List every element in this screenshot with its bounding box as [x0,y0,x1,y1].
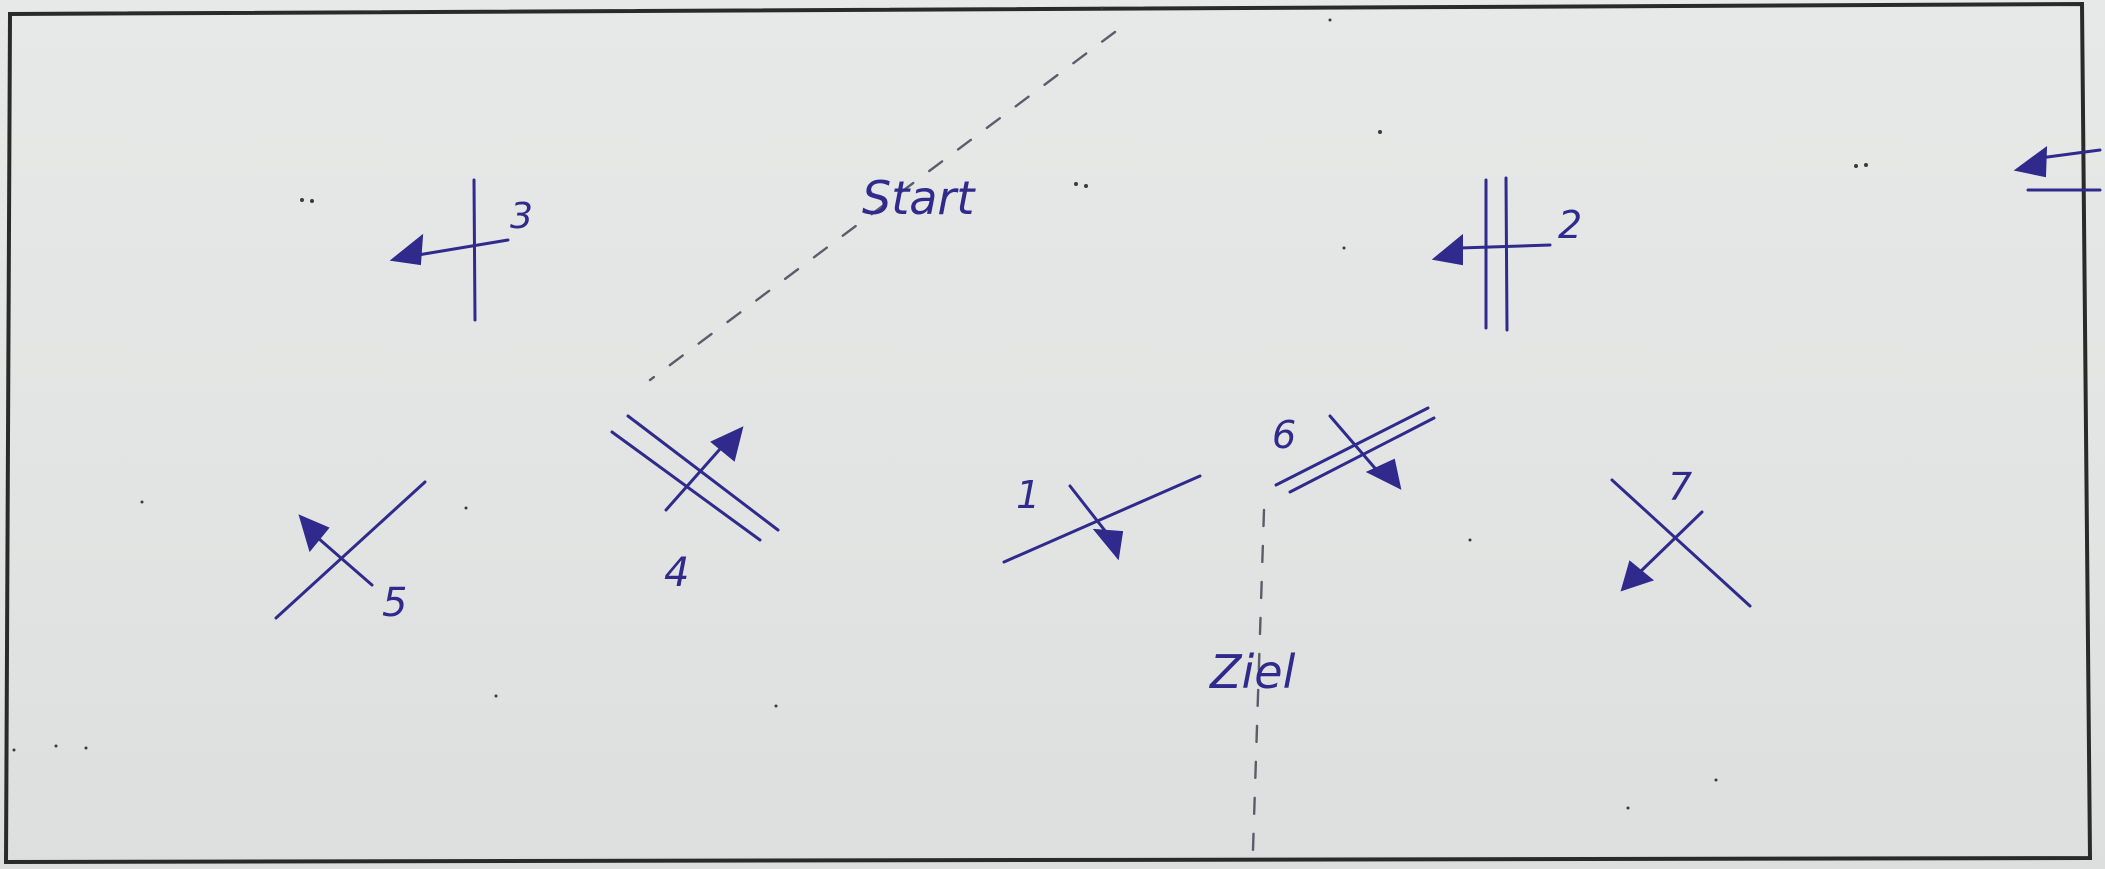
start-label: Start [862,171,976,225]
label-5: 5 [382,580,407,626]
marker-edge [2013,145,2102,192]
label-7: 7 [1668,465,1692,509]
label-4: 4 [664,550,689,596]
frame-border [3,1,2093,865]
marker-3 [389,178,510,322]
label-2: 2 [1558,203,1582,247]
label-1: 1 [1016,473,1040,517]
paper-specks [12,6,1868,810]
label-6: 6 [1272,413,1296,457]
marker-6 [1274,406,1436,494]
goal-label: Ziel [1208,645,1296,699]
marker-2 [1431,176,1552,332]
marker-5 [274,480,427,620]
marker-7 [1610,478,1752,608]
start-dashed-line [648,30,1117,382]
marker-4 [610,414,780,542]
marker-1 [1002,474,1202,564]
label-3: 3 [510,196,533,237]
